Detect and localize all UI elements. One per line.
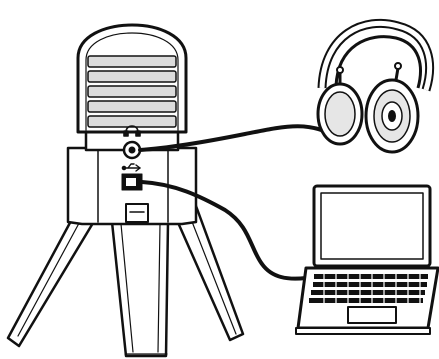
laptop xyxy=(296,186,438,334)
headphones xyxy=(318,23,430,152)
usb-port xyxy=(122,164,142,190)
headphones-right-cup xyxy=(366,80,418,152)
laptop-trackpad xyxy=(348,307,396,323)
microphone-grille xyxy=(88,56,176,127)
microphone xyxy=(8,25,243,356)
tripod-legs xyxy=(8,206,243,356)
